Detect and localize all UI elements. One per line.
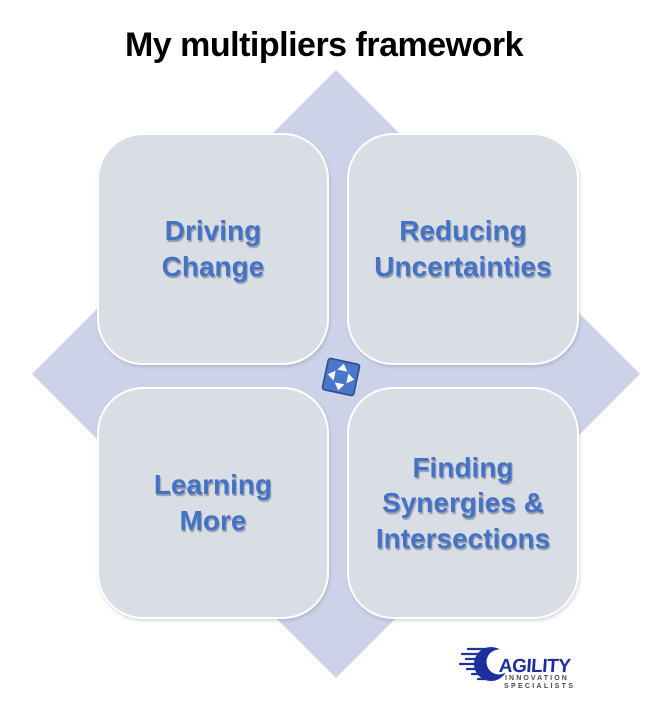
logo-name-text: AGILITY xyxy=(498,656,572,677)
quadrant-label-reducing-uncertainties: Reducing Uncertainties xyxy=(374,215,552,282)
agility-logo: AGILITY INNOVATION SPECIALISTS xyxy=(458,636,598,692)
page-title: My multipliers framework xyxy=(124,26,524,64)
quadrant-label-learning-more: Learning More xyxy=(153,469,273,536)
quadrant-finding-synergies: Finding Synergies & Intersections xyxy=(347,387,579,619)
logo-crescent xyxy=(486,649,512,675)
quadrant-reducing-uncertainties: Reducing Uncertainties xyxy=(347,133,579,365)
four-way-arrows-icon xyxy=(321,357,361,397)
logo-graphic: AGILITY INNOVATION SPECIALISTS xyxy=(458,647,575,690)
logo-line3-text: SPECIALISTS xyxy=(504,683,575,690)
quadrant-driving-change: Driving Change xyxy=(97,133,329,365)
quadrant-label-driving-change: Driving Change xyxy=(161,215,265,282)
logo-line2-text: INNOVATION xyxy=(505,675,569,682)
quadrant-label-finding-synergies: Finding Synergies & Intersections xyxy=(375,451,551,554)
quadrant-learning-more: Learning More xyxy=(97,387,329,619)
